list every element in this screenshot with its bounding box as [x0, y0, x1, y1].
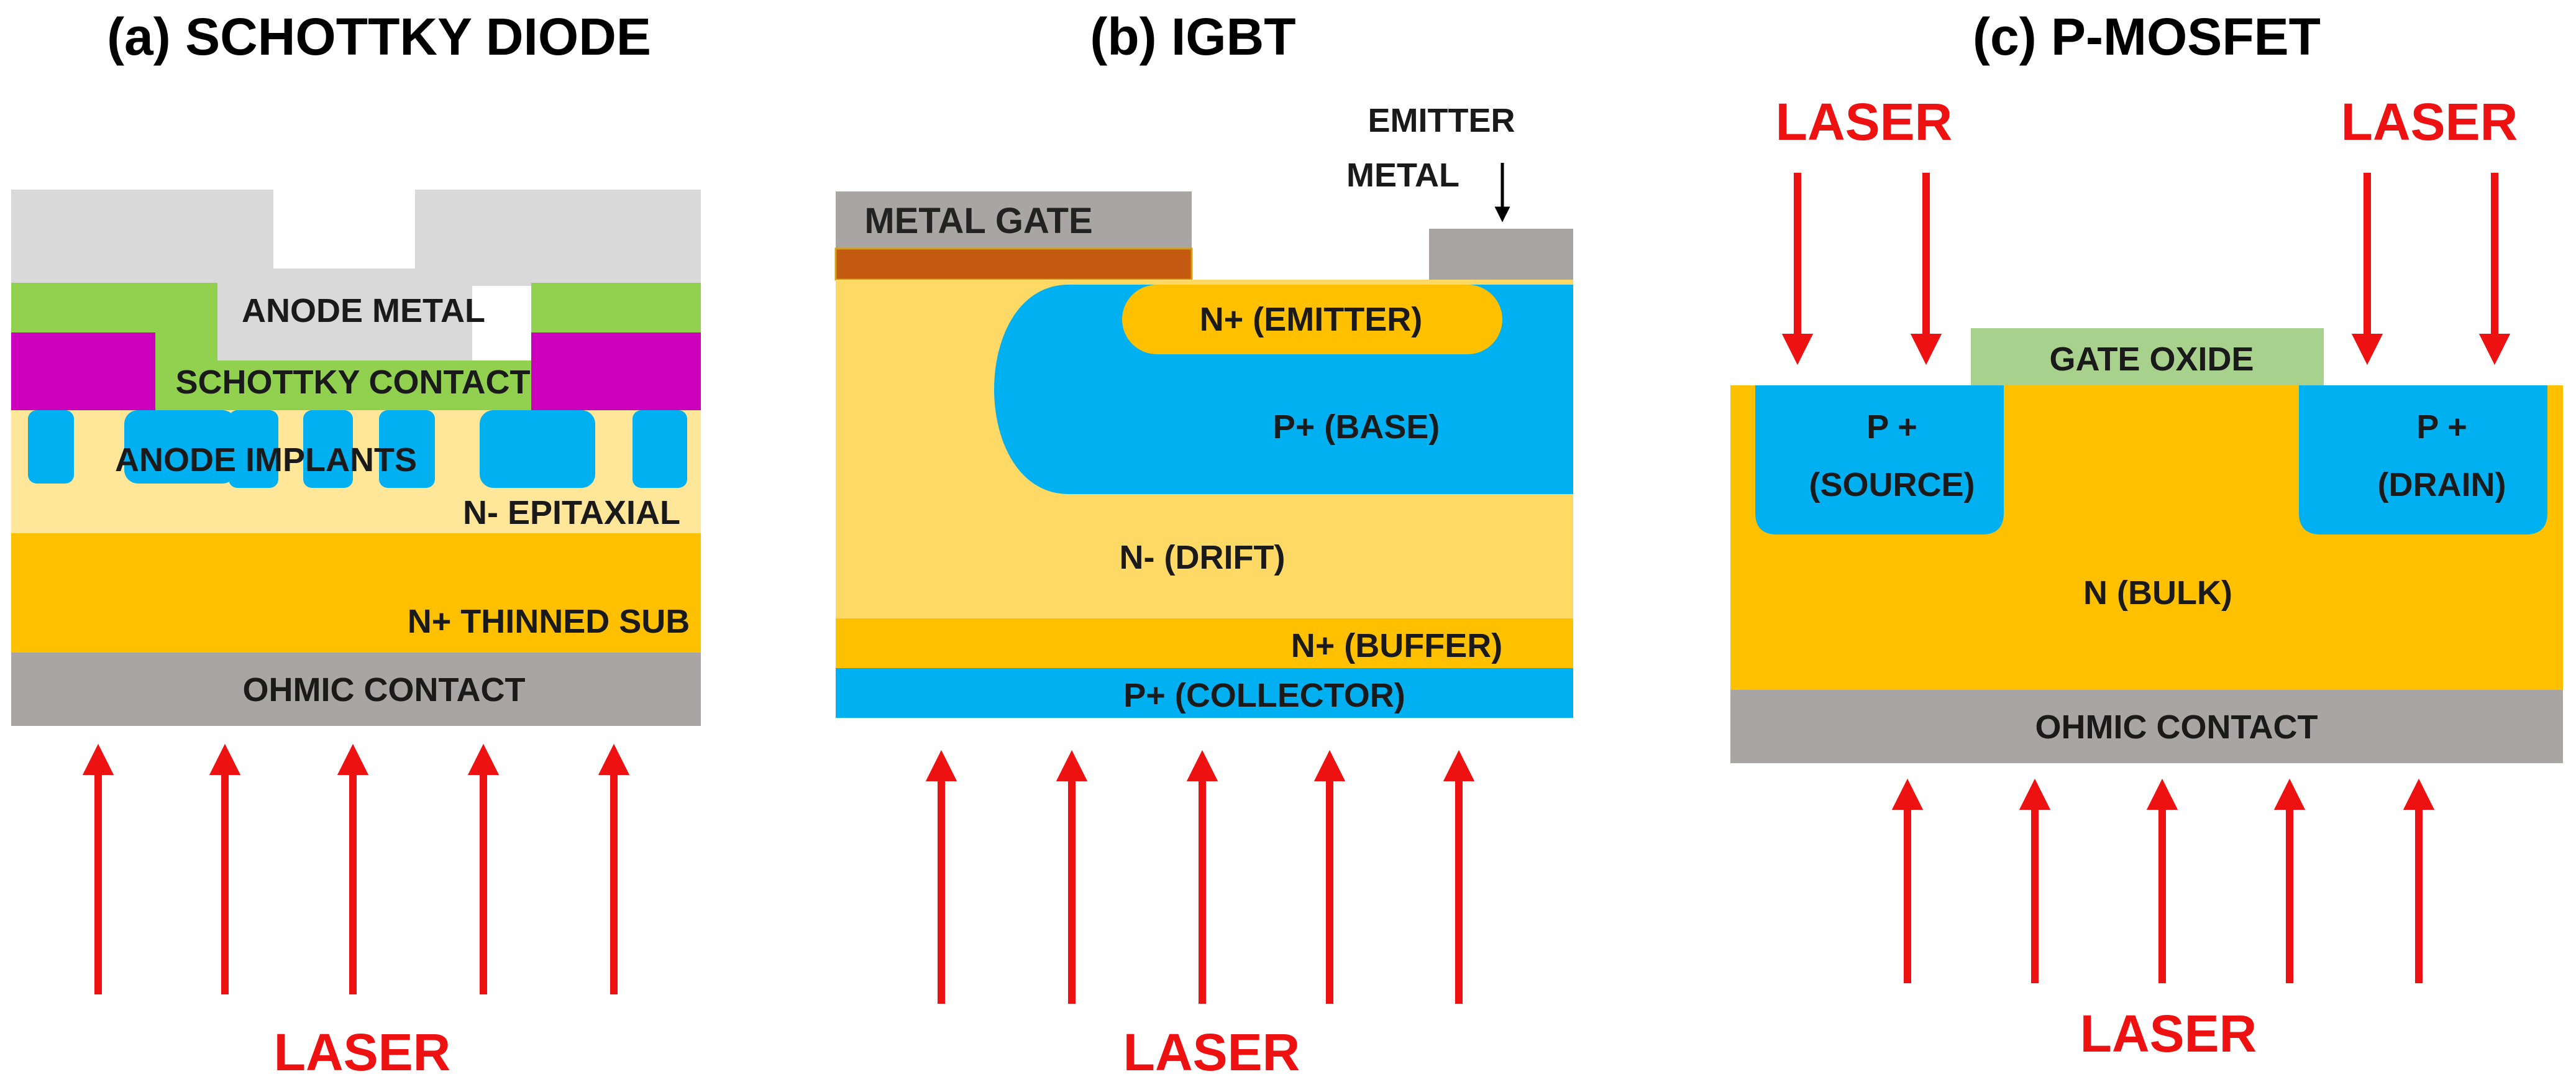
panel-a-title: (a) SCHOTTKY DIODE — [107, 7, 651, 66]
laser-arrows-b — [925, 750, 1475, 1004]
laser-arrows-a — [82, 743, 630, 994]
anode-metal-label: ANODE METAL — [242, 292, 485, 329]
laser-label-top-left: LASER — [1776, 93, 1953, 151]
p-drain-label-line1: P + — [2416, 408, 2467, 446]
anode-implant — [480, 410, 595, 488]
ohmic-contact-layer-c — [1730, 690, 2563, 763]
p-source-label-line1: P + — [1866, 408, 1917, 446]
p-source-label-line2: (SOURCE) — [1809, 466, 1975, 503]
anode-implant — [229, 410, 278, 488]
anode-implant — [28, 410, 74, 484]
p-drain-label-line2: (DRAIN) — [2378, 466, 2506, 503]
panel-igbt: (b) IGBT METAL GATE EMITTER METAL N+ (EM… — [834, 7, 1573, 1081]
n-thinned-sub-label: N+ THINNED SUB — [408, 603, 690, 640]
ohmic-contact-label-c: OHMIC CONTACT — [2035, 709, 2318, 746]
panel-b-title: (b) IGBT — [1090, 7, 1295, 66]
panel-schottky-diode: (a) SCHOTTKY DIODE ANODE METAL SCHOTTKY … — [11, 7, 701, 1081]
anode-implant — [124, 410, 236, 484]
anode-implant — [303, 410, 353, 488]
anode-implants-label: ANODE IMPLANTS — [115, 441, 417, 479]
gate-oxide-label: GATE OXIDE — [2049, 341, 2254, 378]
laser-arrows-c-bottom — [1891, 778, 2435, 983]
p-base-label: P+ (BASE) — [1273, 408, 1440, 446]
anode-metal-notch — [217, 268, 472, 360]
metal-gate — [836, 191, 1192, 249]
n-buffer-label: N+ (BUFFER) — [1291, 627, 1502, 664]
gate-poly — [834, 247, 1193, 281]
n-epitaxial-label: N- EPITAXIAL — [463, 494, 680, 531]
laser-label-c-bottom: LASER — [2080, 1004, 2257, 1063]
panel-p-mosfet: (c) P-MOSFET LASER LASER GATE OXIDE P + … — [1730, 7, 2563, 1063]
schottky-contact-label: SCHOTTKY CONTACT — [176, 364, 531, 401]
p-drain-region — [2299, 385, 2547, 535]
emitter-metal — [1429, 229, 1573, 285]
guard-ring-left — [11, 333, 155, 410]
laser-label-b: LASER — [1123, 1023, 1300, 1081]
emitter-metal-label-line1: EMITTER — [1368, 102, 1515, 139]
n-emitter-label: N+ (EMITTER) — [1200, 301, 1423, 338]
n-thinned-substrate — [11, 533, 701, 653]
gate-oxide — [1971, 328, 2324, 385]
ohmic-contact-layer-a — [11, 653, 701, 726]
laser-arrows-c-top — [1781, 173, 2511, 365]
p-collector-layer — [836, 668, 1573, 718]
guard-ring-right — [531, 333, 701, 410]
p-source-region — [1755, 385, 2004, 535]
anode-implant — [379, 410, 435, 488]
p-collector-label: P+ (COLLECTOR) — [1123, 677, 1405, 714]
ohmic-contact-label-a: OHMIC CONTACT — [243, 671, 526, 709]
anode-metal-layer — [11, 190, 701, 286]
n-emitter-region — [1122, 285, 1502, 354]
emitter-metal-label-line2: METAL — [1346, 157, 1459, 194]
anode-implant — [633, 410, 687, 488]
metal-gate-label: METAL GATE — [864, 201, 1092, 241]
laser-label-top-right: LASER — [2341, 93, 2518, 151]
n-drift-label: N- (DRIFT) — [1120, 539, 1286, 576]
n-bulk-label: N (BULK) — [2083, 574, 2232, 612]
n-buffer-layer — [836, 618, 1573, 668]
laser-label-a: LASER — [274, 1023, 451, 1081]
panel-c-title: (c) P-MOSFET — [1973, 7, 2321, 66]
